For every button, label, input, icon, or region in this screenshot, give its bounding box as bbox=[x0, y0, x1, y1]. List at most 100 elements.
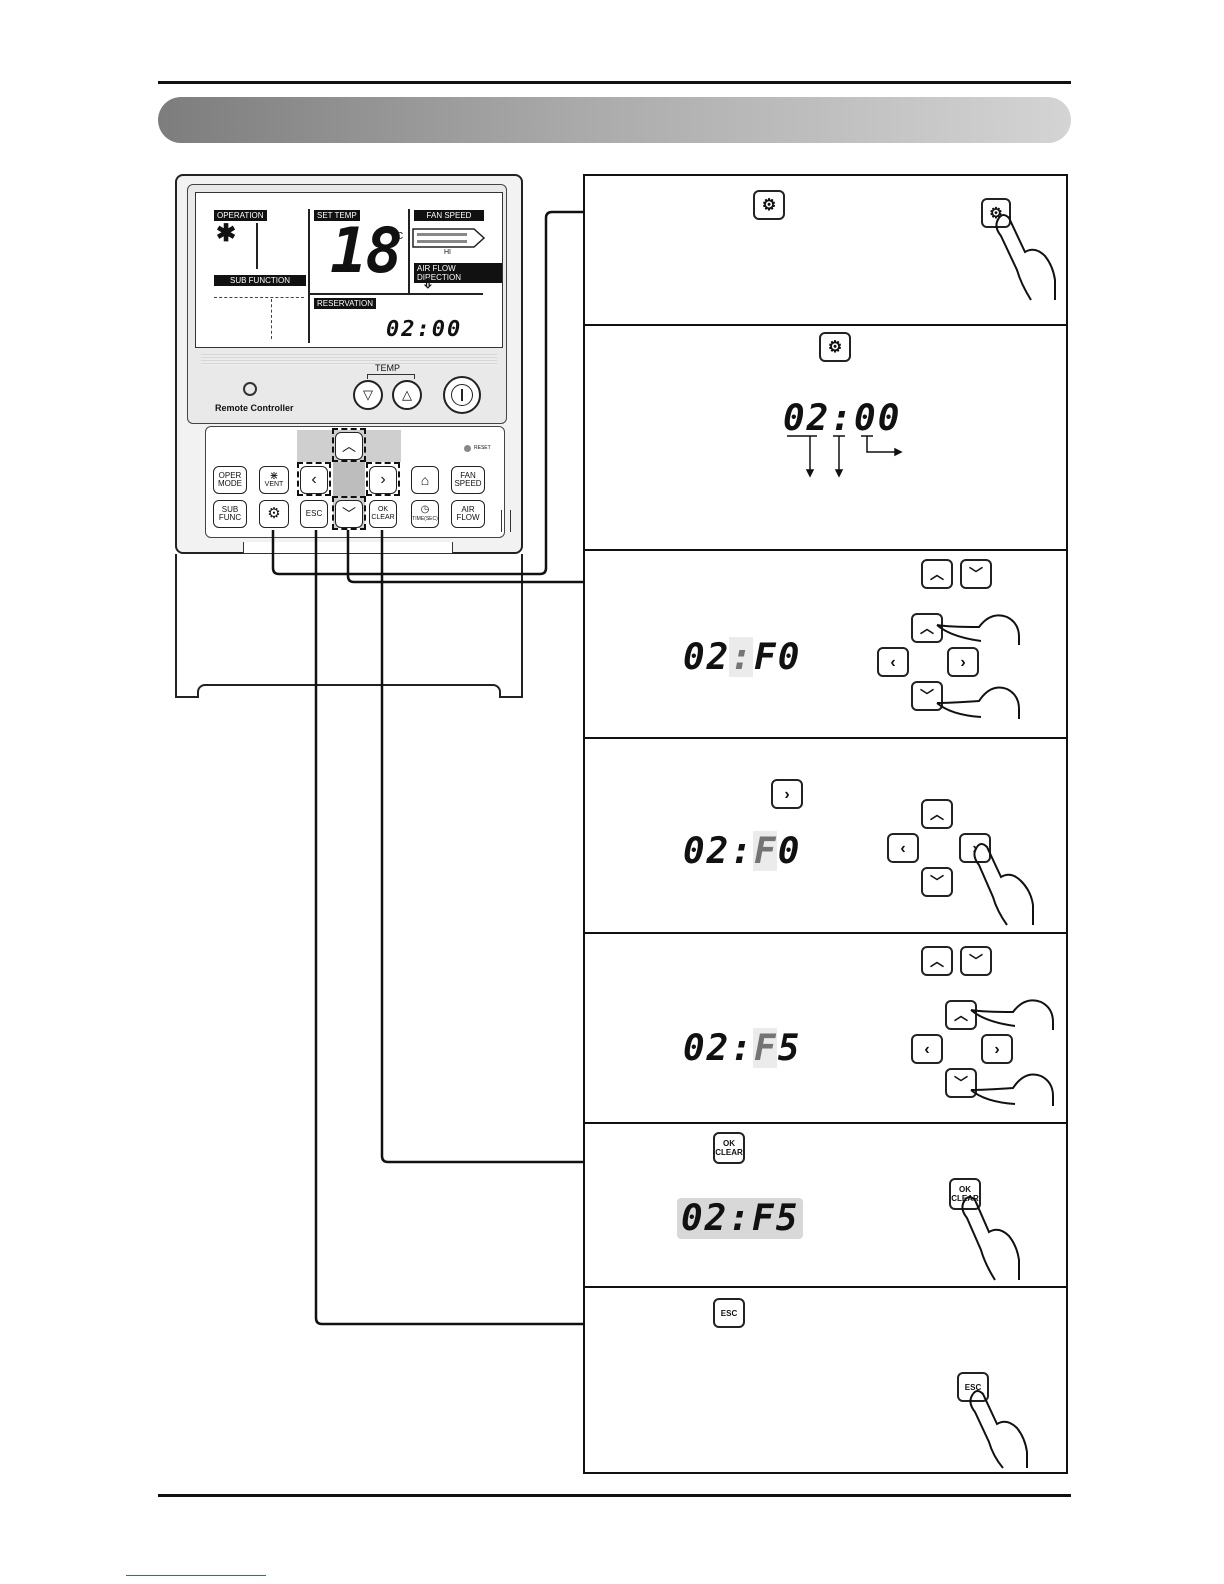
down-key: ﹀ bbox=[960, 559, 992, 589]
highlight-right-arrow bbox=[366, 462, 400, 496]
triangle-down-icon: ▽ bbox=[363, 387, 373, 402]
highlight-up-arrow bbox=[332, 428, 366, 462]
home-temp-button[interactable]: ⌂ bbox=[411, 466, 439, 494]
chevron-up-icon: ︿ bbox=[342, 438, 356, 454]
side-grip bbox=[501, 510, 511, 532]
snowflake-icon: ✱ bbox=[216, 220, 237, 247]
chevron-right-icon: › bbox=[972, 839, 978, 857]
esc-button[interactable]: ESC bbox=[300, 500, 328, 528]
bottom-rule bbox=[158, 1494, 1071, 1497]
step-6: OK CLEAR 02:F5 OK CLEAR bbox=[585, 1122, 1066, 1288]
down-key: ﹀ bbox=[960, 946, 992, 976]
down-key: ﹀ bbox=[945, 1068, 977, 1098]
chevron-right-icon: › bbox=[994, 1040, 1000, 1058]
chevron-left-icon: ‹ bbox=[890, 653, 896, 671]
fan-speed-label: FAN SPEED bbox=[414, 210, 484, 221]
up-key: ︿ bbox=[921, 946, 953, 976]
pressing-hand-icon bbox=[970, 999, 1054, 1030]
chevron-up-icon: ︿ bbox=[920, 619, 934, 636]
remote-controller-label: Remote Controller bbox=[215, 403, 294, 413]
right-key: › bbox=[771, 779, 803, 809]
chevron-left-icon: ‹ bbox=[311, 471, 317, 488]
temp-group-label: TEMP bbox=[375, 363, 401, 373]
sub-func-button[interactable]: SUB FUNC bbox=[213, 500, 247, 528]
function-setup-key: ⚙ bbox=[819, 332, 851, 362]
vent-icon: ⋇ bbox=[269, 470, 279, 482]
pressing-hand-icon bbox=[970, 1073, 1054, 1106]
lcd-display: OPERATION ✱ SUB FUNCTION SET TEMP 18 °C … bbox=[195, 192, 503, 348]
footer-link-underline bbox=[126, 1575, 266, 1576]
sub-function-label: SUB FUNCTION bbox=[214, 275, 306, 286]
up-key: ︿ bbox=[921, 559, 953, 589]
chevron-down-icon: ﹀ bbox=[969, 952, 983, 969]
remote-controller: OPERATION ✱ SUB FUNCTION SET TEMP 18 °C … bbox=[175, 174, 523, 698]
temp-down-button[interactable]: ▽ bbox=[353, 380, 383, 410]
step-2: ⚙ 02:00 bbox=[585, 324, 1066, 551]
step2-display: 02:00 bbox=[783, 398, 902, 439]
digit-pointer-arrows bbox=[787, 435, 903, 478]
ok-clear-button[interactable]: OK CLEAR bbox=[369, 500, 397, 528]
up-key: ︿ bbox=[921, 799, 953, 829]
right-arrow-button[interactable]: › bbox=[369, 466, 397, 494]
power-icon bbox=[461, 389, 463, 401]
section-banner bbox=[158, 97, 1071, 143]
pressing-hand-icon bbox=[973, 843, 1034, 926]
fan-speed-bars-icon bbox=[412, 228, 486, 248]
highlight-down-arrow bbox=[332, 496, 366, 530]
reset-dot bbox=[464, 445, 471, 452]
step-1: ⚙ ⚙ bbox=[585, 176, 1066, 326]
chevron-left-icon: ‹ bbox=[900, 839, 906, 857]
chevron-down-icon: ﹀ bbox=[969, 565, 983, 582]
chevron-right-icon: › bbox=[960, 653, 966, 671]
chevron-right-icon: › bbox=[784, 785, 790, 803]
ok-clear-key: OK CLEAR bbox=[713, 1132, 745, 1164]
power-button[interactable] bbox=[443, 376, 481, 414]
esc-key-press: ESC bbox=[957, 1372, 989, 1402]
up-arrow-button[interactable]: ︿ bbox=[335, 432, 363, 460]
step4-digit-highlight bbox=[753, 831, 777, 871]
pressing-hand-icon bbox=[969, 1390, 1028, 1469]
pressing-hand-icon bbox=[936, 686, 1020, 719]
chevron-up-icon: ︿ bbox=[930, 565, 944, 582]
down-arrow-button[interactable]: ﹀ bbox=[335, 500, 363, 528]
chevron-up-icon: ︿ bbox=[930, 952, 944, 969]
step4-display: 02:F0 bbox=[683, 831, 802, 872]
time-button[interactable]: ◷ TIME(SEC) bbox=[411, 500, 439, 528]
down-key: ﹀ bbox=[921, 867, 953, 897]
gear-icon: ⚙ bbox=[267, 505, 281, 522]
steps-panel: ⚙ ⚙ ⚙ 02:00 ︿ ﹀ 02:F0 ︿ ‹ bbox=[583, 174, 1068, 1474]
function-setup-button[interactable]: ⚙ bbox=[259, 500, 289, 528]
temp-up-button[interactable]: △ bbox=[392, 380, 422, 410]
chevron-down-icon: ﹀ bbox=[342, 506, 356, 522]
step3-digit-highlight bbox=[729, 637, 753, 677]
indicator-lamp bbox=[243, 382, 257, 396]
top-rule bbox=[158, 81, 1071, 84]
fan-hi-label: HI bbox=[444, 249, 451, 256]
step-3: ︿ ﹀ 02:F0 ︿ ‹ › ﹀ bbox=[585, 549, 1066, 739]
vent-button[interactable]: ⋇ VENT bbox=[259, 466, 289, 494]
pressing-hand-icon bbox=[995, 214, 1056, 301]
pressing-hand-icon bbox=[961, 1196, 1020, 1281]
triangle-up-icon: △ bbox=[402, 387, 412, 402]
step6-display: 02:F5 bbox=[677, 1198, 804, 1239]
highlight-left-arrow bbox=[297, 462, 331, 496]
pressing-hand-icon bbox=[936, 614, 1020, 645]
step5-digit-highlight bbox=[753, 1028, 777, 1068]
function-setup-key: ⚙ bbox=[753, 190, 785, 220]
fan-speed-button[interactable]: FAN SPEED bbox=[451, 466, 485, 494]
right-key: › bbox=[947, 647, 979, 677]
left-key: ‹ bbox=[911, 1034, 943, 1064]
air-flow-button[interactable]: AIR FLOW bbox=[451, 500, 485, 528]
chevron-down-icon: ﹀ bbox=[954, 1074, 968, 1091]
ok-clear-key-press: OK CLEAR bbox=[949, 1178, 981, 1210]
step-5: ︿ ﹀ 02:F5 ︿ ‹ › ﹀ bbox=[585, 932, 1066, 1124]
chevron-down-icon: ﹀ bbox=[930, 873, 944, 890]
left-key: ‹ bbox=[887, 833, 919, 863]
left-arrow-button[interactable]: ‹ bbox=[300, 466, 328, 494]
operation-label: OPERATION bbox=[214, 210, 267, 221]
oper-mode-button[interactable]: OPER MODE bbox=[213, 466, 247, 494]
right-key: › bbox=[981, 1034, 1013, 1064]
chevron-down-icon: ﹀ bbox=[920, 687, 934, 704]
temp-unit: °C bbox=[392, 231, 404, 242]
step-7: ESC ESC bbox=[585, 1286, 1066, 1472]
